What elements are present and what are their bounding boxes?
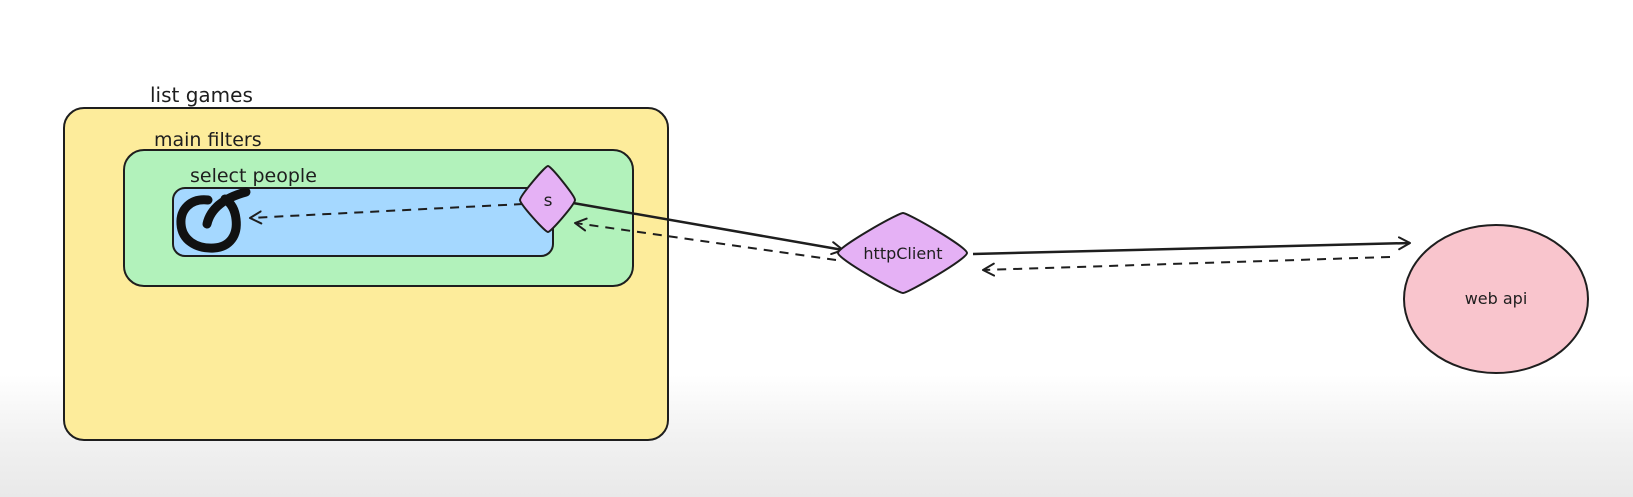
arrow-httpclient-to-s-dashed (574, 217, 837, 261)
node-s-shape (518, 164, 577, 234)
node-web-api[interactable]: web api (1403, 224, 1589, 374)
container-list-games-label: list games (150, 83, 253, 107)
node-web-api-shape (1403, 224, 1589, 374)
arrow-s-to-refresh-dashed (249, 203, 524, 225)
arrow-s-to-httpclient (572, 201, 844, 256)
arrow-webapi-to-httpclient-dashed (982, 256, 1391, 277)
node-s[interactable]: s (518, 164, 577, 234)
node-http-client[interactable]: httpClient (836, 211, 969, 295)
node-http-client-shape (836, 211, 969, 295)
arrow-httpclient-to-webapi (972, 236, 1411, 256)
container-main-filters-label: main filters (154, 129, 262, 151)
node-web-api-label: web api (1465, 289, 1528, 308)
container-select-people-label: select people (190, 165, 317, 187)
refresh-scribble-icon (176, 187, 251, 253)
node-http-client-label: httpClient (863, 244, 942, 263)
node-s-label: s (544, 191, 553, 211)
